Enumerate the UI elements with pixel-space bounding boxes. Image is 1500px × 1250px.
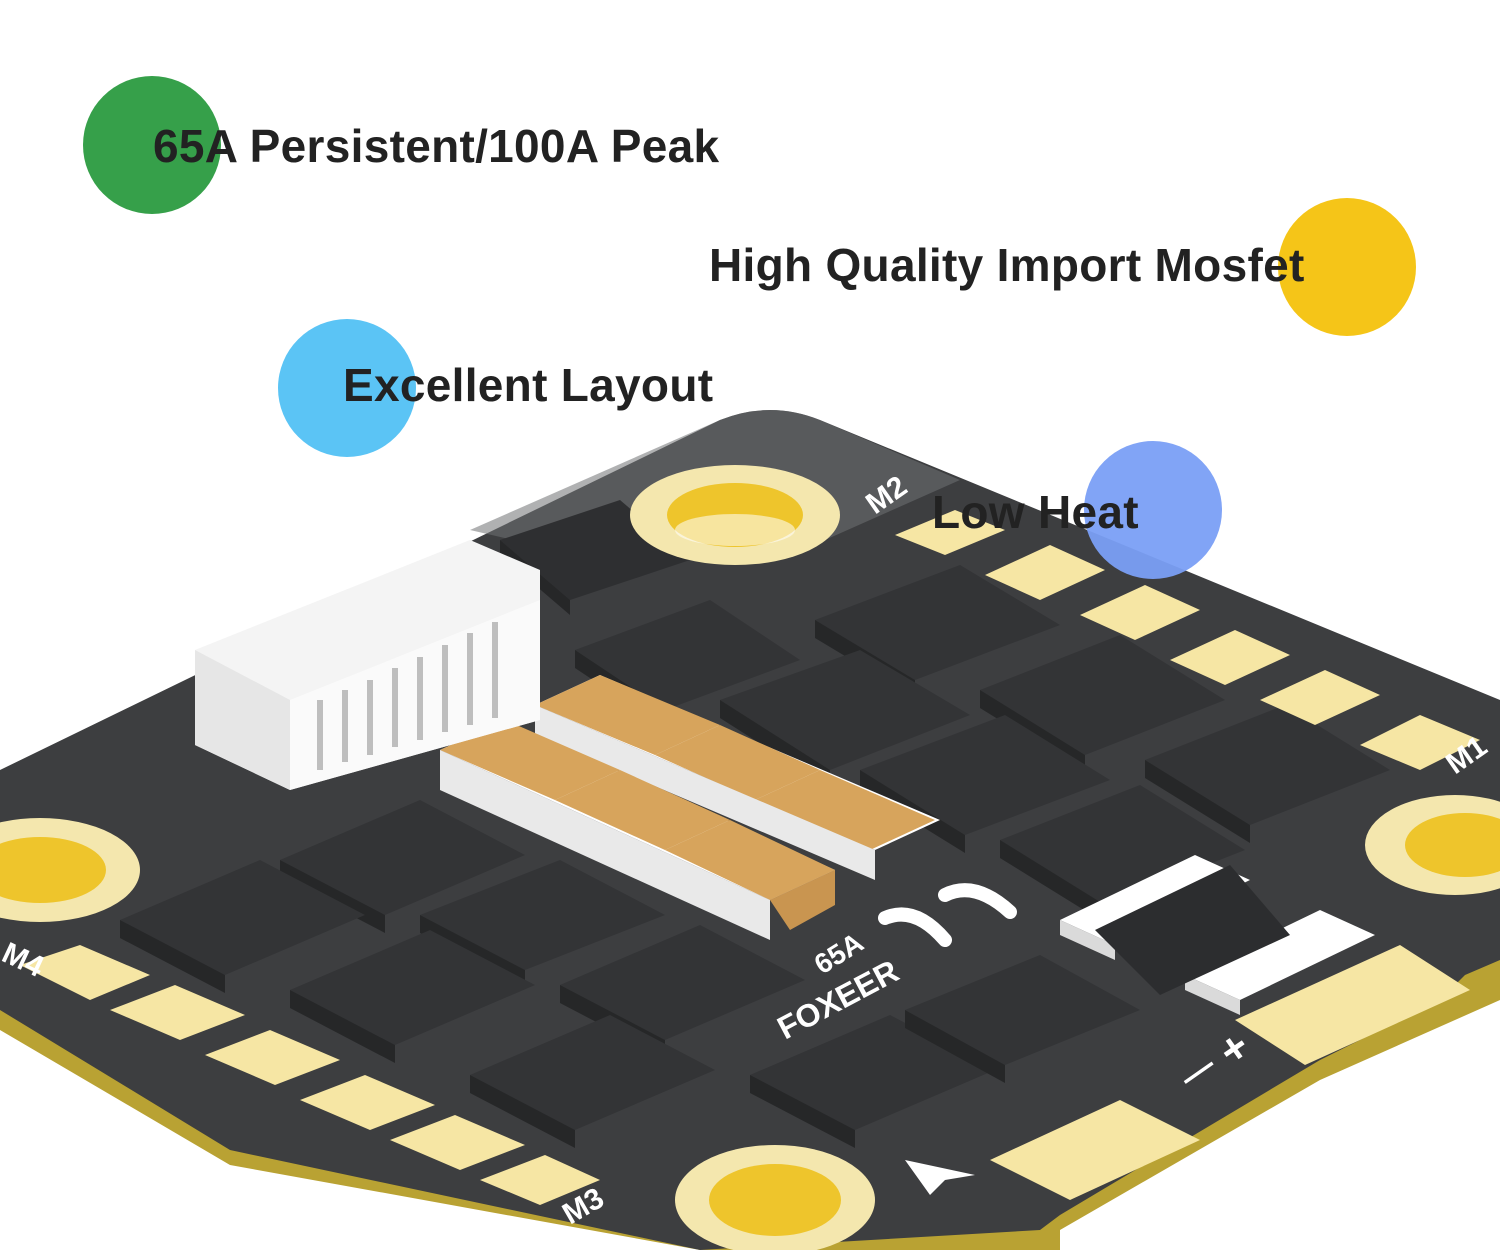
direction-arrow-icon (905, 1160, 975, 1195)
mosfet (1000, 785, 1245, 923)
foxeer-logo-mark (878, 883, 1017, 947)
signal-connector (195, 540, 540, 790)
capacitor-array (440, 675, 940, 940)
mosfet (120, 860, 365, 993)
feature-bubble-green (83, 76, 221, 214)
mounting-holes (0, 465, 1500, 1250)
motor-pads (20, 510, 1480, 1205)
mosfet (470, 1015, 715, 1148)
feature-label-current: 65A Persistent/100A Peak (153, 120, 720, 172)
feature-label-heat: Low Heat (932, 486, 1139, 538)
feature-bubble-blue (1084, 441, 1222, 579)
feature-bubble-yellow (1278, 198, 1416, 336)
feature-bubble-light-blue (278, 319, 416, 457)
mosfet (1145, 705, 1390, 843)
power-components (1060, 855, 1375, 1015)
mosfet (905, 955, 1140, 1083)
mosfet-chips (120, 500, 1390, 1148)
feature-label-mosfet: High Quality Import Mosfet (709, 239, 1305, 291)
feature-label-layout: Excellent Layout (343, 359, 714, 411)
mosfet (290, 930, 535, 1063)
